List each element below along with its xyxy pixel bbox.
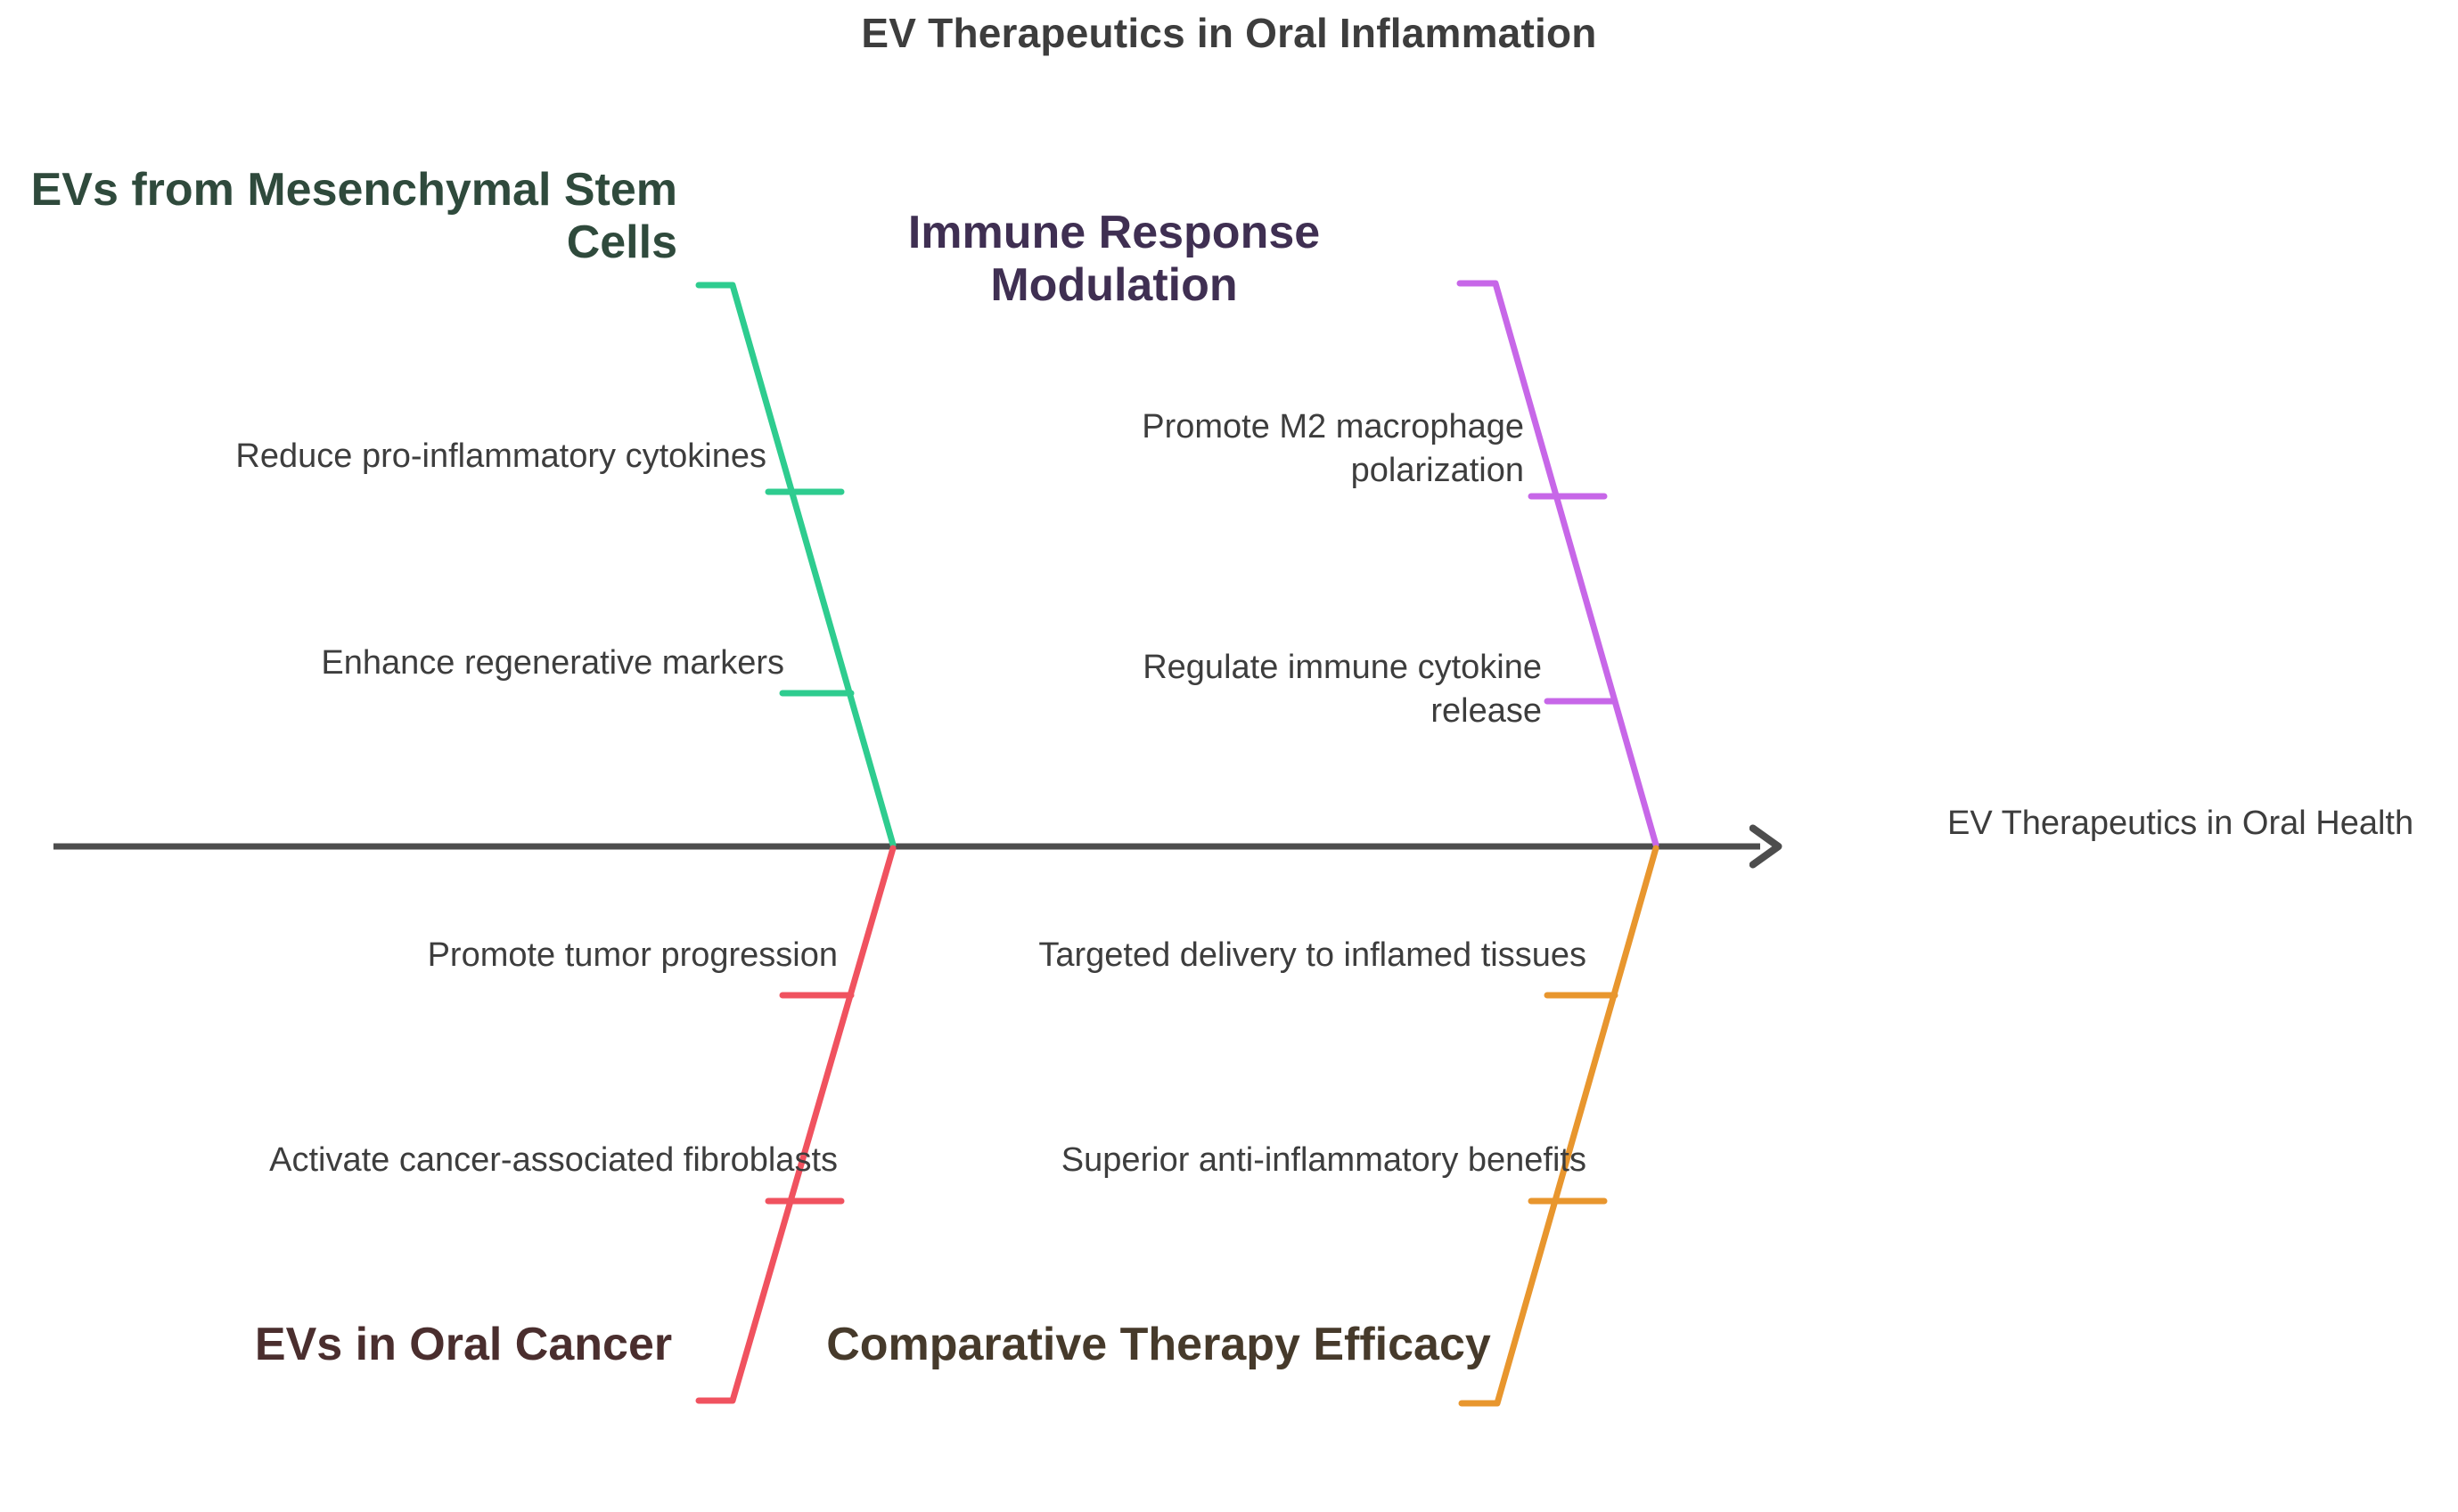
category-label-ev-oral-cancer: EVs in Oral Cancer	[254, 1319, 673, 1370]
cause-label-immune-response-2: Regulate immune cytokine release	[1143, 649, 1542, 730]
page-title: EV Therapeutics in Oral Inflammation	[861, 10, 1597, 56]
cause-label-ev-oral-cancer-1: Promote tumor progression	[427, 936, 838, 974]
branch-ev-msc	[695, 282, 897, 848]
branch-immune-response	[1456, 280, 1659, 848]
cause-label-comparative-efficacy-1: Targeted delivery to inflamed tissues	[1038, 936, 1586, 974]
branch-line-comparative-efficacy	[1458, 845, 1659, 1407]
branch-line-immune-response	[1456, 280, 1659, 848]
cause-label-ev-oral-cancer-2: Activate cancer-associated fibroblasts	[269, 1141, 838, 1179]
branch-line-ev-msc	[695, 282, 897, 848]
branch-comparative-efficacy	[1458, 845, 1659, 1407]
branch-line-ev-oral-cancer	[695, 845, 897, 1404]
category-label-comparative-efficacy: Comparative Therapy Efficacy	[826, 1319, 1491, 1370]
effect-label: EV Therapeutics in Oral Health	[1947, 805, 2414, 842]
cause-label-ev-msc-2: Enhance regenerative markers	[321, 644, 784, 682]
category-label-immune-response: Immune Response Modulation	[907, 207, 1321, 311]
cause-label-ev-msc-1: Reduce pro-inflammatory cytokines	[235, 437, 766, 475]
category-label-ev-msc: EVs from Mesenchymal Stem Cells	[30, 164, 677, 268]
cause-label-immune-response-1: Promote M2 macrophage polarization	[1142, 408, 1524, 489]
branch-ev-oral-cancer	[695, 845, 897, 1404]
cause-label-comparative-efficacy-2: Superior anti-inflammatory benefits	[1061, 1141, 1586, 1179]
